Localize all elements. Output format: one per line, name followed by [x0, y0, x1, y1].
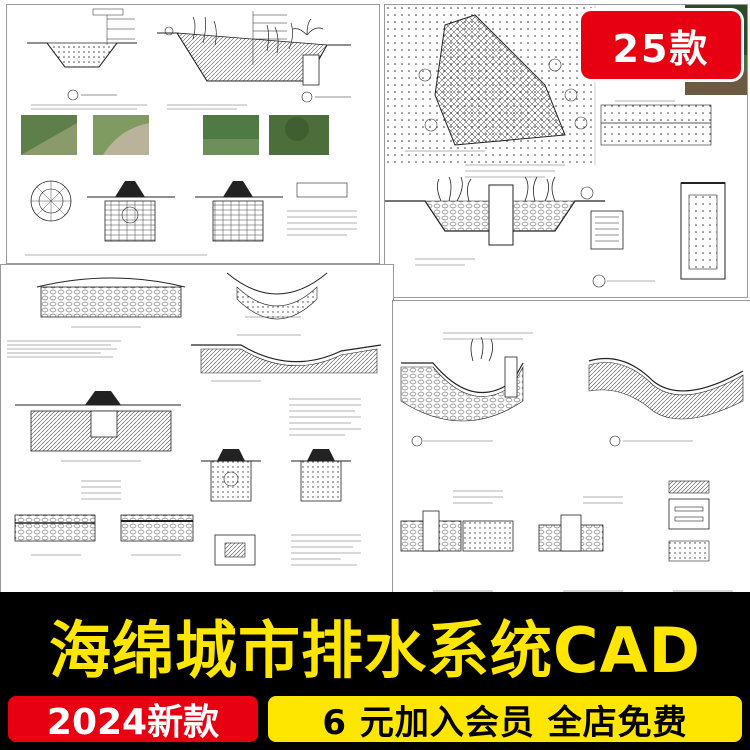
item-count-badge: 25款 [581, 11, 741, 79]
new-2024-badge: 2024新款 [8, 696, 258, 743]
cad-sheet-planting-sections [392, 300, 750, 594]
product-title: 海绵城市排水系统CAD [49, 614, 701, 687]
promo-banner: 海绵城市排水系统CAD 2024新款 6 元加入会员 全店免费 [0, 592, 750, 750]
cad-drawing [7, 272, 382, 566]
cad-drawing [21, 8, 357, 256]
cad-sheet-bioretention-sections [6, 4, 380, 264]
cad-drawing [385, 5, 726, 288]
cad-sheet-swale-details [0, 264, 394, 594]
membership-promo-label: 6 元加入会员 全店免费 [268, 696, 742, 743]
cad-drawing [400, 332, 744, 592]
cad-sheet-rain-garden-plan: 25款 [384, 4, 748, 298]
